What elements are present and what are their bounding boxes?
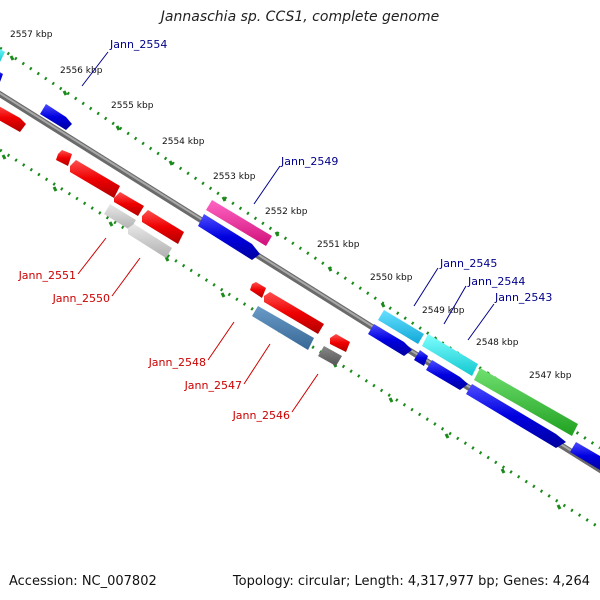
- gene-feature[interactable]: [330, 334, 350, 352]
- kbp-label: 2550 kbp: [370, 273, 413, 283]
- gene-label-jann-2543[interactable]: Jann_2543: [494, 291, 552, 304]
- gene-feature[interactable]: [570, 442, 600, 470]
- reverse-strand-genes: [0, 104, 350, 366]
- gene-label-jann-2554[interactable]: Jann_2554: [109, 38, 167, 51]
- page-title: Jannaschia sp. CCS1, complete genome: [160, 9, 440, 25]
- gene-feature[interactable]: [70, 160, 120, 198]
- gene-feature[interactable]: [0, 104, 26, 132]
- genome-summary-text: Topology: circular; Length: 4,317,977 bp…: [232, 574, 590, 589]
- red-callout-lines: [77, 237, 319, 413]
- kbp-label: 2554 kbp: [162, 137, 205, 147]
- gene-feature[interactable]: [198, 214, 260, 260]
- gene-label-jann-2550[interactable]: Jann_2550: [52, 292, 110, 305]
- gene-feature[interactable]: [368, 324, 412, 356]
- gene-feature[interactable]: [426, 360, 468, 390]
- gene-label-jann-2545[interactable]: Jann_2545: [439, 257, 497, 270]
- kbp-label: 2556 kbp: [60, 66, 103, 76]
- kbp-label: 2548 kbp: [476, 338, 519, 348]
- gene-labels: Jann_2554 Jann_2549 Jann_2545 Jann_2544 …: [18, 38, 553, 422]
- gene-label-jann-2551[interactable]: Jann_2551: [18, 269, 76, 282]
- gene-feature[interactable]: [466, 384, 566, 448]
- gene-feature[interactable]: [142, 210, 184, 244]
- gene-label-jann-2547[interactable]: Jann_2547: [184, 379, 242, 392]
- outer-tick-track: [0, 46, 600, 450]
- gene-label-jann-2548[interactable]: Jann_2548: [148, 356, 206, 369]
- gene-feature[interactable]: [318, 346, 342, 366]
- gene-feature[interactable]: [104, 204, 136, 230]
- kbp-label: 2553 kbp: [213, 172, 256, 182]
- kbp-labels: 2557 kbp 2556 kbp 2555 kbp 2554 kbp 2553…: [10, 30, 572, 381]
- blue-callout-lines: [81, 51, 495, 341]
- gene-feature[interactable]: [114, 192, 144, 216]
- gene-feature[interactable]: [252, 306, 314, 350]
- forward-strand-genes: [0, 46, 600, 470]
- gene-label-jann-2546[interactable]: Jann_2546: [232, 409, 290, 422]
- gene-feature[interactable]: [250, 282, 266, 298]
- gene-feature[interactable]: [414, 350, 428, 366]
- gene-feature[interactable]: [128, 224, 172, 258]
- inner-tick-track: [0, 148, 600, 530]
- kbp-label: 2551 kbp: [317, 240, 360, 250]
- gene-feature[interactable]: [40, 104, 72, 130]
- gene-feature[interactable]: [56, 150, 72, 166]
- gene-label-jann-2549[interactable]: Jann_2549: [280, 155, 338, 168]
- accession-text: Accession: NC_007802: [9, 574, 157, 589]
- gene-feature[interactable]: [378, 310, 424, 344]
- kbp-label: 2555 kbp: [111, 101, 154, 111]
- gene-feature[interactable]: [474, 368, 578, 436]
- kbp-label: 2549 kbp: [422, 306, 465, 316]
- gene-feature[interactable]: [422, 334, 478, 376]
- kbp-label: 2547 kbp: [529, 371, 572, 381]
- gene-feature[interactable]: [0, 46, 5, 62]
- kbp-label: 2557 kbp: [10, 30, 53, 40]
- gene-feature[interactable]: [264, 292, 324, 334]
- gene-feature[interactable]: [206, 200, 272, 246]
- gene-label-jann-2544[interactable]: Jann_2544: [467, 275, 525, 288]
- gene-feature[interactable]: [0, 70, 3, 82]
- kbp-label: 2552 kbp: [265, 207, 308, 217]
